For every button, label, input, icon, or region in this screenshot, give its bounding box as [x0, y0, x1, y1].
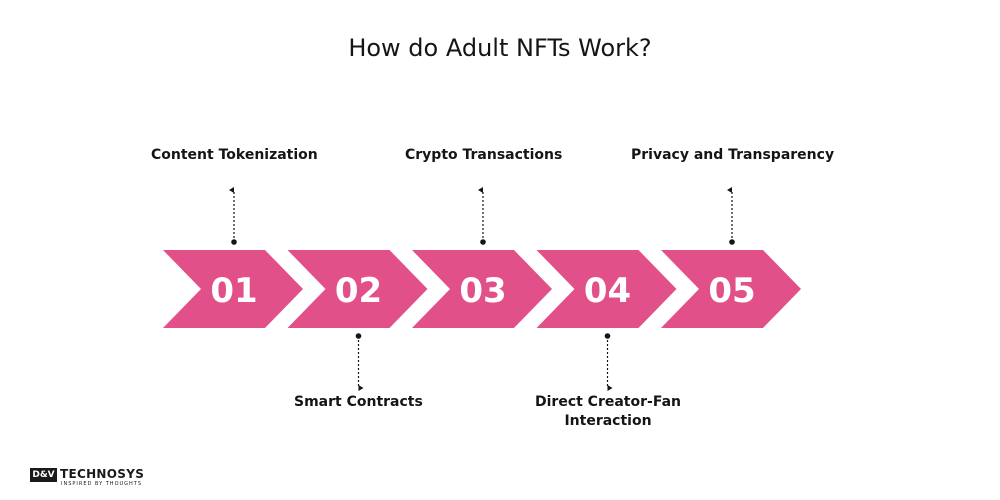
step-number-05: 05 — [708, 271, 755, 311]
step-label-03: Crypto Transactions — [405, 147, 563, 163]
step-number-03: 03 — [459, 271, 506, 311]
step-number-02: 02 — [335, 271, 382, 311]
chevron-step-03 — [412, 250, 552, 328]
step-label-05: Privacy and Transparency — [631, 147, 835, 163]
chevron-step-01 — [163, 250, 303, 328]
logo-tagline: INSPIRED BY THOUGHTS — [61, 481, 143, 487]
step-label-02: Smart Contracts — [294, 394, 423, 410]
connector-dot-01 — [231, 239, 237, 245]
connector-dot-05 — [729, 239, 735, 245]
logo-mark: D&V — [30, 468, 57, 482]
connector-dot-02 — [355, 333, 362, 339]
chevron-step-02 — [287, 250, 428, 328]
step-number-04: 04 — [584, 271, 631, 311]
chevron-step-05 — [661, 250, 801, 328]
connector-dot-03 — [480, 239, 486, 245]
diagram-title: How do Adult NFTs Work? — [348, 34, 652, 62]
connector-dot-04 — [604, 333, 611, 339]
step-number-01: 01 — [210, 271, 257, 311]
step-label-01: Content Tokenization — [151, 147, 318, 163]
chevron-step-04 — [536, 250, 677, 328]
company-logo: D&V TECHNOSYS INSPIRED BY THOUGHTS — [30, 464, 150, 490]
logo-name: TECHNOSYS — [60, 467, 145, 481]
